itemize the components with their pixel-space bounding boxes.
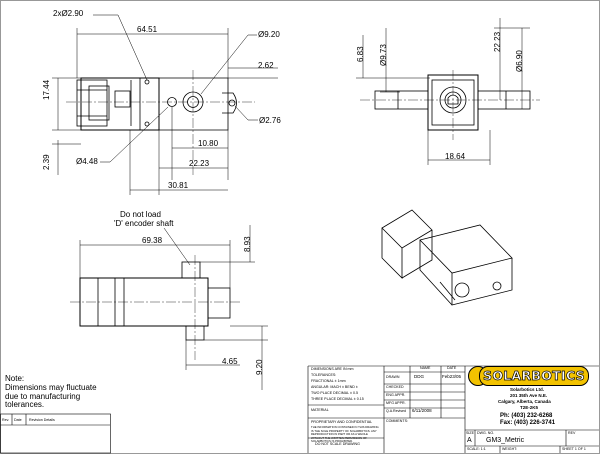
dim-893: 8.93: [243, 236, 252, 252]
side-view-dimensions: [79, 225, 268, 390]
dim-boss-dia: Ø9.20: [258, 30, 280, 39]
phone: Ph: (403) 232-6268: [500, 413, 553, 419]
dim-2223-side: 22.23: [493, 31, 502, 52]
dwg-no: GM3_Metric: [486, 437, 525, 444]
tol-3: FRACTIONAL ± 1mm: [311, 379, 346, 383]
side-view: [70, 255, 240, 360]
tol-4: ANGULAR: MACH ± BEND ±: [311, 385, 358, 389]
dim-3081: 30.81: [168, 181, 189, 190]
comments-label: COMMENTS:: [386, 419, 408, 423]
size-value: A: [467, 437, 472, 444]
solarbotics-logo: SOLARBOTICS: [479, 366, 589, 386]
fax: Fax: (403) 226-3741: [500, 420, 556, 426]
dim-6938: 69.38: [142, 236, 163, 245]
dim-973: Ø9.73: [379, 44, 388, 66]
dim-2223-top: 22.23: [189, 159, 210, 168]
address-2: Calgary, Alberta, Canada: [498, 399, 551, 404]
note-label: Note:: [5, 374, 25, 383]
note-text: Dimensions may fluctuate due to manufact…: [5, 383, 97, 410]
eng-appr-label: ENG APPR.: [386, 393, 406, 397]
end-view: [360, 70, 540, 140]
dim-height-left: 17.44: [42, 79, 51, 100]
postal-code: T2E-2K5: [520, 405, 539, 410]
date-header: DATE: [447, 366, 457, 370]
rev-date-header: Date: [14, 418, 22, 422]
qa-label: Q.A.: [386, 409, 394, 413]
dim-holes: 2xØ2.90: [53, 9, 84, 18]
dim-offset: 2.62: [258, 61, 274, 70]
end-view-dimensions: [356, 18, 530, 165]
tol-1: DIMENSIONS ARE IN mm: [311, 367, 354, 371]
scale-label: SCALE: 1:1: [467, 447, 486, 451]
dim-hole-276: Ø2.76: [259, 116, 281, 125]
name-header: NAME: [420, 366, 431, 370]
dim-465: 4.65: [222, 357, 238, 366]
checked-label: CHECKED: [386, 385, 404, 389]
proprietary-text: THE INFORMATION CONTAINED IN THIS DRAWIN…: [311, 425, 379, 444]
do-not-scale: DO NOT SCALE DRAWING: [315, 442, 360, 446]
mfg-appr-label: MFG APPR.: [386, 401, 406, 405]
top-view: [66, 70, 255, 175]
tol-2: TOLERANCES:: [311, 373, 337, 377]
sheet-label: SHEET 1 OF 1: [562, 447, 586, 451]
dim-1080: 10.80: [198, 139, 219, 148]
dwg-no-label: DWG. NO.: [477, 431, 495, 435]
dim-shaft-dia: Ø4.48: [76, 157, 98, 166]
drawn-date: Feb23/05: [442, 374, 462, 379]
isometric-view: [381, 209, 513, 306]
shaft-note-1: Do not load: [120, 210, 161, 219]
dim-683: 6.83: [356, 46, 365, 62]
revised-date: 6/11/2008: [412, 408, 432, 413]
tol-6: THREE PLACE DECIMAL ± 0.15: [311, 397, 364, 401]
rev-label: REV: [568, 431, 576, 435]
dim-690: Ø6.90: [515, 50, 524, 72]
dim-length-top: 64.51: [137, 25, 158, 34]
top-view-dimensions: [52, 14, 278, 195]
address-1: 201 35th Ave N.E.: [510, 393, 548, 398]
shaft-note-2: 'D' encoder shaft: [114, 219, 174, 228]
dim-1864: 18.64: [445, 152, 466, 161]
tol-5: TWO PLACE DECIMAL ± 0.5: [311, 391, 358, 395]
drawn-label: DRAWN: [386, 375, 400, 379]
rev-header: Rev.: [2, 418, 10, 422]
company-name: Solarbotics Ltd.: [510, 387, 545, 392]
rev-details-header: Revision Details: [29, 418, 55, 422]
weight-label: WEIGHT:: [502, 447, 517, 451]
dim-920: 9.20: [255, 359, 264, 375]
proprietary-label: PROPRIETARY AND CONFIDENTIAL: [311, 420, 373, 424]
revised-label: Revised: [393, 409, 406, 413]
dim-239: 2.39: [42, 154, 51, 170]
drawn-name: DDG: [414, 374, 424, 379]
material-label: MATERIAL: [311, 408, 329, 412]
size-label: SIZE: [466, 431, 474, 435]
